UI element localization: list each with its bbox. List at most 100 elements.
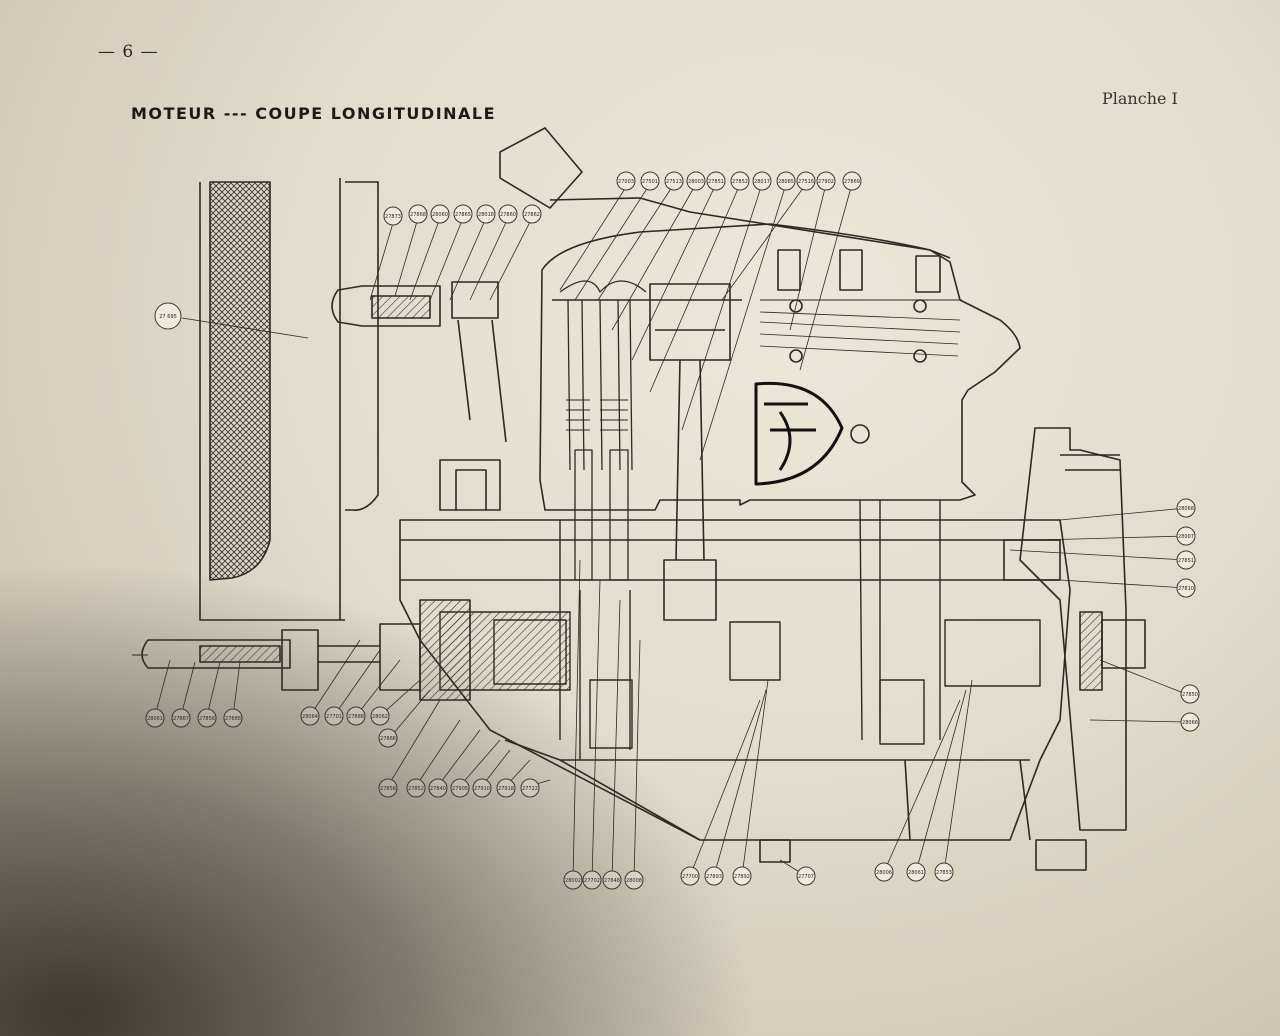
callout-label: 28002 xyxy=(565,878,581,884)
part-callout: 27853 xyxy=(934,862,954,882)
intake-horn xyxy=(499,127,583,209)
callout-label: 27851 xyxy=(708,179,724,185)
valve-assembly xyxy=(559,280,647,581)
callout-label: 27873 xyxy=(385,214,401,220)
leader-lines xyxy=(154,183,1187,881)
part-callout: 27516 xyxy=(796,171,816,191)
part-callout: 27851 xyxy=(1176,550,1196,570)
callout-label: 28066 xyxy=(1182,720,1198,726)
callout-circle xyxy=(640,171,660,191)
callout-label: 27862 xyxy=(524,212,540,218)
part-callout: 27850 xyxy=(1180,684,1200,704)
callout-circle xyxy=(522,204,542,224)
piston-connecting-rod xyxy=(649,283,731,621)
part-callout: 28060 xyxy=(430,204,450,224)
cylinder-block xyxy=(539,223,1021,511)
callout-label: 27700 xyxy=(682,874,698,880)
callout-label: 27707 xyxy=(798,874,814,880)
callout-label: 27848 xyxy=(604,878,620,884)
radiator-core xyxy=(199,178,379,621)
part-callout: 27869 xyxy=(842,171,862,191)
part-callout: 27868 xyxy=(408,204,428,224)
callout-label: 28018 xyxy=(478,212,494,218)
callout-label: 27918 xyxy=(498,786,514,792)
callout-label: 27888 xyxy=(348,714,364,720)
flywheel-housing xyxy=(1003,427,1146,831)
part-callout: 27513 xyxy=(664,171,684,191)
part-callout: 27865 xyxy=(453,204,473,224)
part-callout: 27905 xyxy=(450,778,470,798)
callout-label: 27905 xyxy=(452,786,468,792)
part-callout: 28065 xyxy=(776,171,796,191)
callout-label: 28007 xyxy=(1178,534,1194,540)
callout-circle xyxy=(686,171,706,191)
part-callout: 28007 xyxy=(1176,526,1196,546)
starting-handle-dog xyxy=(132,629,380,691)
callout-label: 27850 xyxy=(1182,692,1198,698)
callout-circle xyxy=(1176,498,1196,518)
part-callout: 27893 xyxy=(704,866,724,886)
callout-label: 28060 xyxy=(432,212,448,218)
callout-label: 27701 xyxy=(326,714,342,720)
callout-label: 27867 xyxy=(173,716,189,722)
part-callout: 27860 xyxy=(498,204,518,224)
callout-label: 27860 xyxy=(500,212,516,218)
callout-label: 27892 xyxy=(734,874,750,880)
callout-label: 27852 xyxy=(732,179,748,185)
part-callout: 28068 xyxy=(1176,498,1196,518)
callout-label: 27868 xyxy=(410,212,426,218)
callout-circle xyxy=(476,204,496,224)
callout-label: 27852 xyxy=(408,786,424,792)
part-callout: 27840 xyxy=(428,778,448,798)
callout-circle xyxy=(776,171,796,191)
page-number: — 6 — xyxy=(98,42,159,62)
callout-label: 28061 xyxy=(908,870,924,876)
part-callout: 27 695 xyxy=(154,302,182,330)
part-callout: 27848 xyxy=(602,870,622,890)
part-callout: 27873 xyxy=(383,206,403,226)
callout-label: 27513 xyxy=(666,179,682,185)
callout-circle xyxy=(664,171,684,191)
callout-label: 28008 xyxy=(626,878,642,884)
callout-circle xyxy=(1180,684,1200,704)
callout-label: 28061 xyxy=(147,716,163,722)
plate-label: Planche I xyxy=(1102,89,1178,108)
part-callout: 28061 xyxy=(906,862,926,882)
part-callout: 27852 xyxy=(406,778,426,798)
callout-label: 27856 xyxy=(380,786,396,792)
callout-circle xyxy=(1176,526,1196,546)
callout-label: 27893 xyxy=(706,874,722,880)
callout-circle xyxy=(1180,712,1200,732)
callout-label: 27856 xyxy=(199,716,215,722)
part-callout: 28064 xyxy=(300,706,320,726)
callout-circle xyxy=(842,171,862,191)
part-callout: 28017 xyxy=(752,171,772,191)
callout-circle xyxy=(874,862,894,882)
part-callout: 28006 xyxy=(874,862,894,882)
callout-label: 27702 xyxy=(584,878,600,884)
part-callout: 27003 xyxy=(616,171,636,191)
callout-circle xyxy=(1176,550,1196,570)
callout-circle xyxy=(796,866,816,886)
callout-label: 27866 xyxy=(380,736,396,742)
drawing-title: MOTEUR --- COUPE LONGITUDINALE xyxy=(131,104,497,123)
sump-drain-plug xyxy=(759,839,791,863)
callout-label: 27810 xyxy=(1178,586,1194,592)
callout-circle xyxy=(616,171,636,191)
part-callout: 27918 xyxy=(496,778,516,798)
fan-hub xyxy=(331,281,499,327)
part-callout: 27501 xyxy=(640,171,660,191)
part-callout: 27910 xyxy=(472,778,492,798)
callout-label: 27840 xyxy=(430,786,446,792)
callout-circle xyxy=(706,171,726,191)
callout-label: 27 695 xyxy=(159,314,177,320)
part-callout: 27707 xyxy=(796,866,816,886)
callout-label: 27501 xyxy=(642,179,658,185)
callout-label: 27003 xyxy=(618,179,634,185)
part-callout: 27810 xyxy=(1176,578,1196,598)
part-callout: 27892 xyxy=(732,866,752,886)
part-callout: 27862 xyxy=(522,204,542,224)
part-callout: 27701 xyxy=(324,706,344,726)
callout-label: 27853 xyxy=(936,870,952,876)
